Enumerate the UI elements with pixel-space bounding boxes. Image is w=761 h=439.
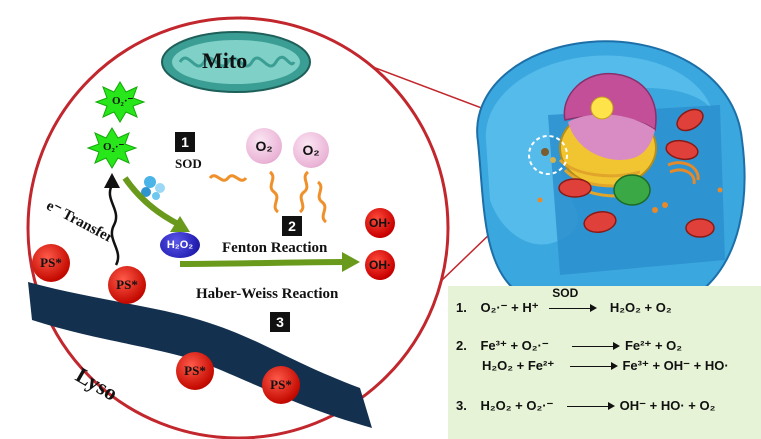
ps-ball: PS* <box>176 352 214 390</box>
sod-enzyme-icon <box>141 176 165 200</box>
step-3-badge: 3 <box>270 312 290 332</box>
ps-ball: PS* <box>32 244 70 282</box>
h2o2-ball: H₂O₂ <box>160 232 200 258</box>
electron-transfer-arrow <box>108 184 120 266</box>
cell-illustration <box>476 40 746 320</box>
eq2b-reactants: H₂O₂ + Fe²⁺ <box>482 358 555 373</box>
wavy-arrow-icon <box>316 180 328 224</box>
equation-2a: 2. Fe³⁺ + O₂·⁻ Fe²⁺ + O₂ <box>456 338 682 354</box>
eq2b-products: Fe³⁺ + OH⁻ + HO· <box>622 358 729 373</box>
step-1-badge: 1 <box>175 132 195 152</box>
ps-ball: PS* <box>262 366 300 404</box>
equation-panel: 1. O₂·⁻ + H⁺ SOD H₂O₂ + O₂ 2. Fe³⁺ + O₂·… <box>448 286 761 439</box>
equation-1: 1. O₂·⁻ + H⁺ SOD H₂O₂ + O₂ <box>456 286 672 316</box>
sod-label: SOD <box>175 156 202 171</box>
superoxide-star-icon <box>86 127 138 169</box>
eq2-number: 2. <box>456 338 467 353</box>
wavy-arrow-icon <box>268 170 280 214</box>
oh-radical-ball: OH· <box>365 208 395 238</box>
wavy-arrow-icon <box>208 174 248 182</box>
eq3-number: 3. <box>456 398 467 413</box>
superoxide-label: O₂·⁻ <box>103 141 125 153</box>
eq1-reactants: O₂·⁻ + H⁺ <box>480 300 539 315</box>
green-arrow-fenton <box>179 259 346 267</box>
wavy-arrow-icon <box>298 170 310 214</box>
eq2a-reactants: Fe³⁺ + O₂·⁻ <box>480 338 549 353</box>
mito-label: Mito <box>202 48 248 73</box>
arrow-right-icon <box>569 362 618 371</box>
eq1-number: 1. <box>456 300 467 315</box>
arrow-right-icon <box>572 342 621 351</box>
arrow-right-icon <box>549 304 598 313</box>
eq1-products: H₂O₂ + O₂ <box>609 300 672 315</box>
o2-ball: O₂ <box>246 128 282 164</box>
arrow-right-icon <box>567 402 616 411</box>
eq2a-products: Fe²⁺ + O₂ <box>624 338 683 353</box>
eq1-enzyme: SOD <box>552 286 579 300</box>
superoxide-label: O₂·⁻ <box>112 95 134 107</box>
electron-transfer-arrowhead <box>104 173 120 188</box>
equation-2b: H₂O₂ + Fe²⁺ Fe³⁺ + OH⁻ + HO· <box>482 358 729 374</box>
oh-radical-ball: OH· <box>365 250 395 280</box>
mitochondrion-icon <box>161 31 311 93</box>
superoxide-star-icon <box>94 81 146 123</box>
haber-weiss-reaction-label: Haber-Weiss Reaction <box>196 286 339 302</box>
equation-3: 3. H₂O₂ + O₂·⁻ OH⁻ + HO· + O₂ <box>456 398 715 414</box>
ps-ball: PS* <box>108 266 146 304</box>
fenton-reaction-label: Fenton Reaction <box>222 240 328 256</box>
green-arrow-sod <box>122 176 182 228</box>
eq3-products: OH⁻ + HO· + O₂ <box>619 398 716 413</box>
eq1-arrow: SOD <box>546 286 602 315</box>
eq3-reactants: H₂O₂ + O₂·⁻ <box>480 398 554 413</box>
o2-ball: O₂ <box>293 132 329 168</box>
step-2-badge: 2 <box>282 216 302 236</box>
